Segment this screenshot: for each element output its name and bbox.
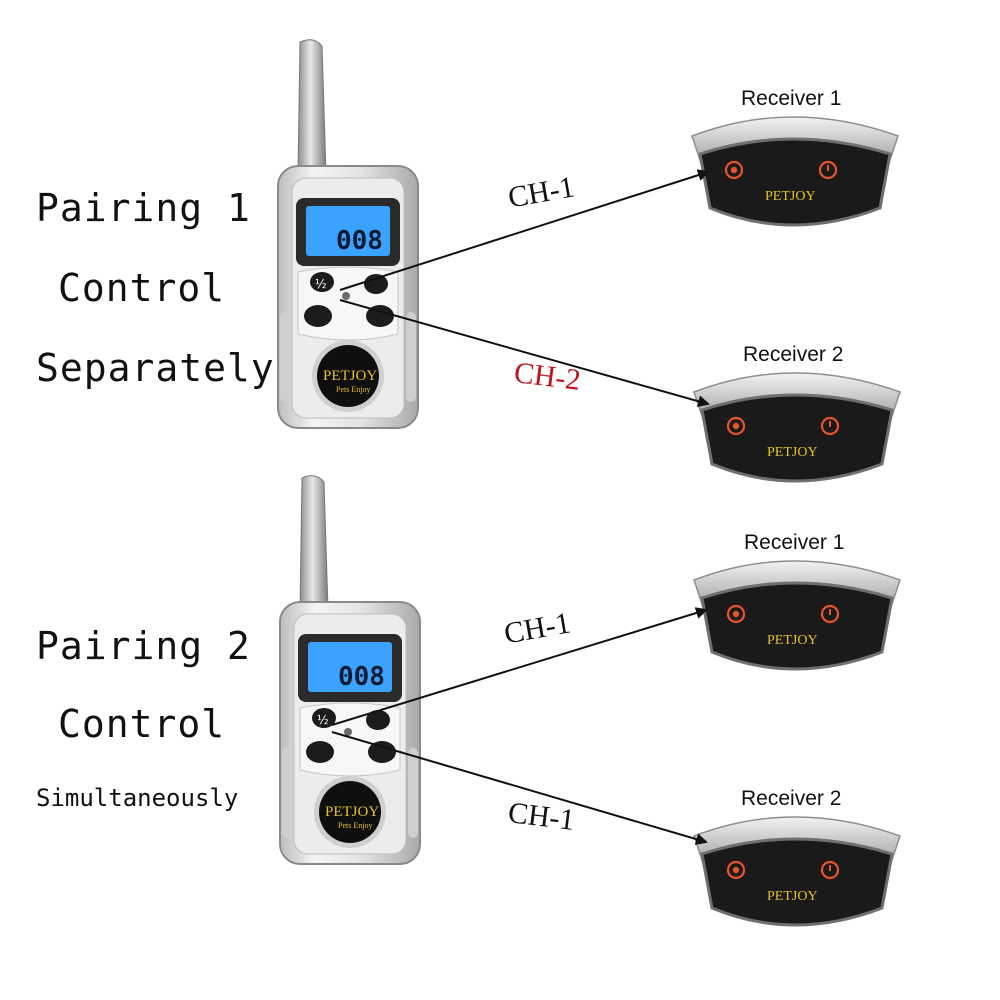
pairing-1-receiver-2-label: Receiver 2 [743,343,844,366]
transmitter-2-half-button: ½ [317,713,329,727]
transmitter-2-brand-sub: Pets Enjoy [338,821,372,830]
transmitter-1-half-button: ½ [315,277,327,291]
pairing-1-arrow-1 [339,169,710,291]
transmitter-2-lcd: 008 [338,662,385,692]
pairing-2-line2: Control [58,702,226,746]
pairing-2-receiver-2-label: Receiver 2 [741,787,842,810]
pairing-2-receiver-1-brand: PETJOY [767,633,818,648]
pairing-1-receiver-1-label: Receiver 1 [741,87,842,110]
pairing-2-line3: Simultaneously [36,784,239,812]
pairing-2-arrow-2 [331,731,708,845]
transmitter-1-brand: PETJOY [323,368,377,384]
pairing-1-receiver-2-brand: PETJOY [767,445,818,460]
transmitter-1-brand-sub: Pets Enjoy [336,385,370,394]
pairing-1-receiver-1 [690,115,900,227]
pairing-2-receiver-2 [692,815,902,927]
pairing-1-receiver-1-brand: PETJOY [765,189,816,204]
pairing-2-title: Pairing 2 [36,624,251,668]
pairing-2-arrow-1 [331,607,708,726]
pairing-1-receiver-2 [692,371,902,483]
pairing-2-receiver-1-label: Receiver 1 [744,531,845,554]
pairing-2-receiver-2-brand: PETJOY [767,889,818,904]
pairing-1-line3: Separately [36,346,275,390]
pairing-1-arrow-2 [339,299,710,408]
transmitter-2-brand: PETJOY [325,804,379,820]
transmitter-1-lcd: 008 [336,226,383,256]
pairing-1-title: Pairing 1 [36,186,251,230]
pairing-1-line2: Control [58,266,226,310]
pairing-2-receiver-1 [692,559,902,671]
